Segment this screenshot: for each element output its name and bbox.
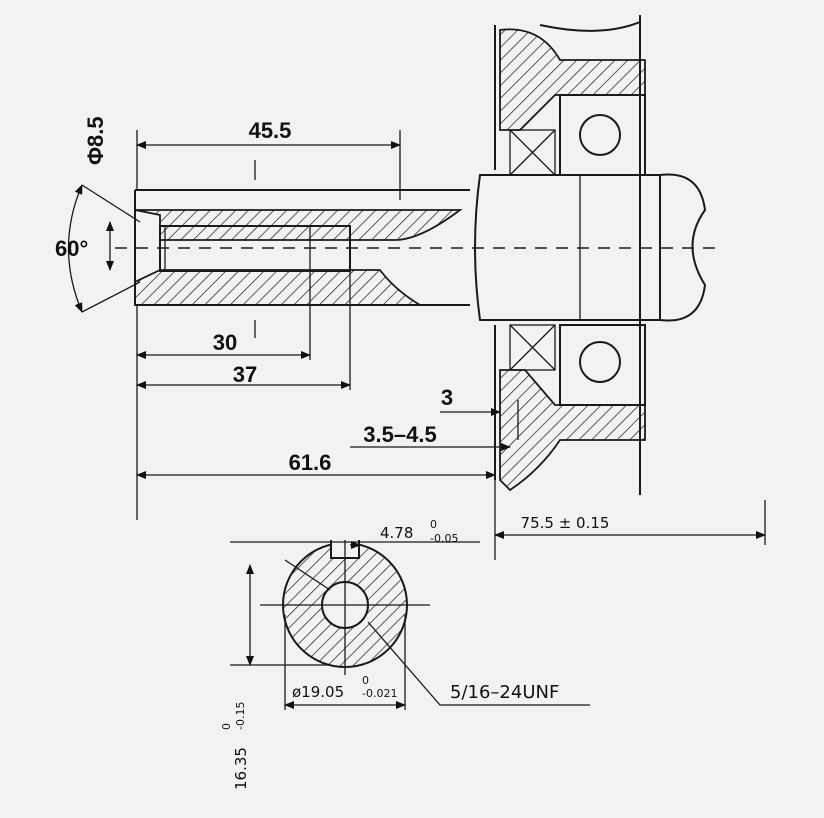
offset-range-label: 3.5–4.5 [363,422,436,447]
key-height-upper-tol: 0 [220,723,233,730]
key-height-lower-tol: -0.15 [234,702,247,730]
key-height-label: 16.35 [232,747,250,790]
engine-housing [494,15,646,495]
shaft-diameter-upper-tol: 0 [362,674,369,687]
thread-spec-label: 5/16–24UNF [450,682,559,703]
depth-30-label: 30 [213,330,237,355]
shaft-diameter-label: ø19.05 [292,683,344,701]
length-75-5-label: 75.5 ± 0.15 [521,514,610,532]
shaft-diameter-lower-tol: -0.021 [362,687,397,700]
crankshaft-side-view [115,160,715,338]
hole-diameter-label: Φ8.5 [83,116,108,165]
dimension-labels: Φ8.5 45.5 60° 30 37 3 3.5–4.5 61.6 75.5 … [55,116,609,532]
key-width-upper-tol: 0 [430,518,437,531]
offset-3-label: 3 [441,385,453,410]
length-61-6-label: 61.6 [289,450,332,475]
chamfer-angle-label: 60° [55,236,88,261]
length-45-5-label: 45.5 [249,118,292,143]
cross-section-labels: 4.78 0 -0.05 ø19.05 0 -0.021 16.35 0 -0.… [220,518,559,790]
depth-37-label: 37 [233,362,257,387]
key-width-label: 4.78 [380,524,413,542]
shaft-cross-section [230,538,590,710]
dimension-lines [67,130,766,560]
key-width-lower-tol: -0.05 [430,532,458,545]
